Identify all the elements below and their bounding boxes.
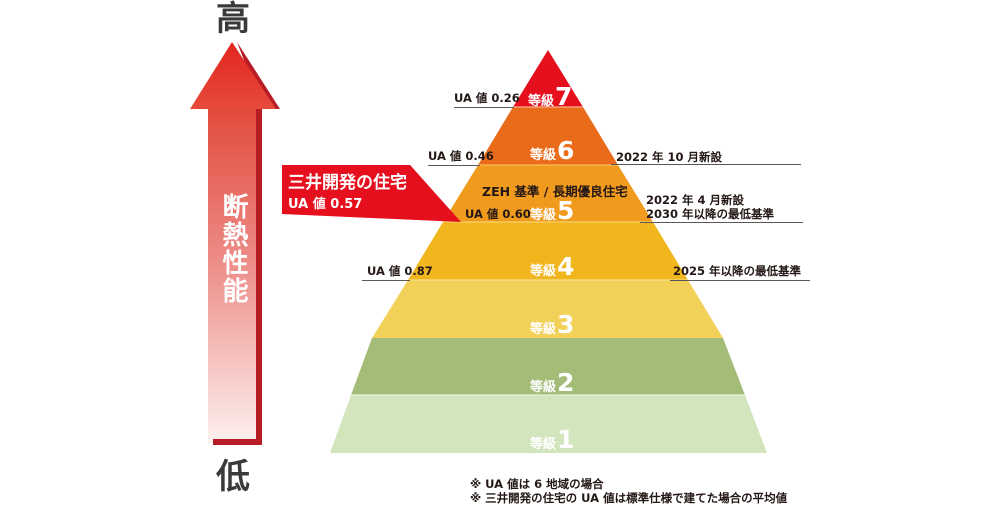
grade-number: 5: [557, 196, 575, 225]
grade-5-label: 等級 5: [530, 198, 574, 223]
grade-prefix: 等級: [530, 208, 557, 223]
grade-3-label: 等級 3: [530, 312, 574, 337]
grade-7-label: 等級 7: [528, 84, 572, 109]
grade-4-band: [408, 222, 688, 280]
callout-box: [282, 165, 461, 222]
ua-grade-5: UA 値 0.60: [465, 207, 531, 221]
grade-prefix: 等級: [530, 148, 557, 163]
grade-5-band: [443, 165, 653, 222]
callout-ua-value: UA 値 0.57: [288, 197, 363, 212]
grade-3-band: [372, 280, 723, 338]
grade-number: 3: [557, 310, 575, 339]
low-label: 低: [216, 457, 250, 497]
grade-2-label: 等級 2: [530, 370, 574, 395]
rule-grade-7: [454, 107, 514, 108]
grade-number: 7: [555, 82, 573, 111]
footnote-1: ※ UA 値は 6 地域の場合: [470, 477, 604, 491]
grade-1-label: 等級 1: [530, 427, 574, 452]
zeh-standard-label: ZEH 基準 / 長期優良住宅: [482, 184, 628, 199]
grade-5-note-2: 2030 年以降の最低基準: [646, 207, 775, 221]
rule-grade-4-left: [362, 280, 410, 281]
grade-6-note: 2022 年 10 月新設: [616, 150, 723, 164]
grade-6-band: [478, 107, 618, 165]
insulation-performance-label: 断熱性能: [218, 193, 248, 305]
callout-title: 三井開発の住宅: [288, 173, 407, 193]
grade-number: 1: [557, 425, 575, 454]
grade-2-band: [351, 338, 745, 395]
grade-4-label: 等級 4: [530, 254, 574, 279]
grade-6-label: 等級 6: [530, 138, 574, 163]
grade-number: 4: [557, 252, 575, 281]
rule-grade-6-left: [428, 165, 480, 166]
footnote-2: ※ 三井開発の住宅の UA 値は標準仕様で建てた場合の平均値: [470, 491, 788, 505]
grade-prefix: 等級: [528, 94, 555, 109]
grade-prefix: 等級: [530, 322, 557, 337]
grade-number: 6: [557, 136, 575, 165]
high-label: 高: [216, 0, 250, 39]
grade-7-band: [513, 50, 583, 107]
rule-grade-5-right: [640, 222, 803, 223]
ua-grade-6: UA 値 0.46: [428, 149, 494, 163]
ua-grade-4: UA 値 0.87: [367, 264, 433, 278]
grade-number: 2: [557, 368, 575, 397]
ua-grade-7: UA 値 0.26: [454, 91, 520, 105]
grade-5-note-1: 2022 年 4 月新設: [646, 193, 745, 207]
grade-4-note: 2025 年以降の最低基準: [673, 264, 802, 278]
rule-grade-4-right: [670, 280, 810, 281]
grade-1-band: [330, 395, 767, 453]
rule-grade-6-right: [611, 164, 801, 165]
grade-prefix: 等級: [530, 380, 557, 395]
grade-prefix: 等級: [530, 437, 557, 452]
grade-prefix: 等級: [530, 264, 557, 279]
